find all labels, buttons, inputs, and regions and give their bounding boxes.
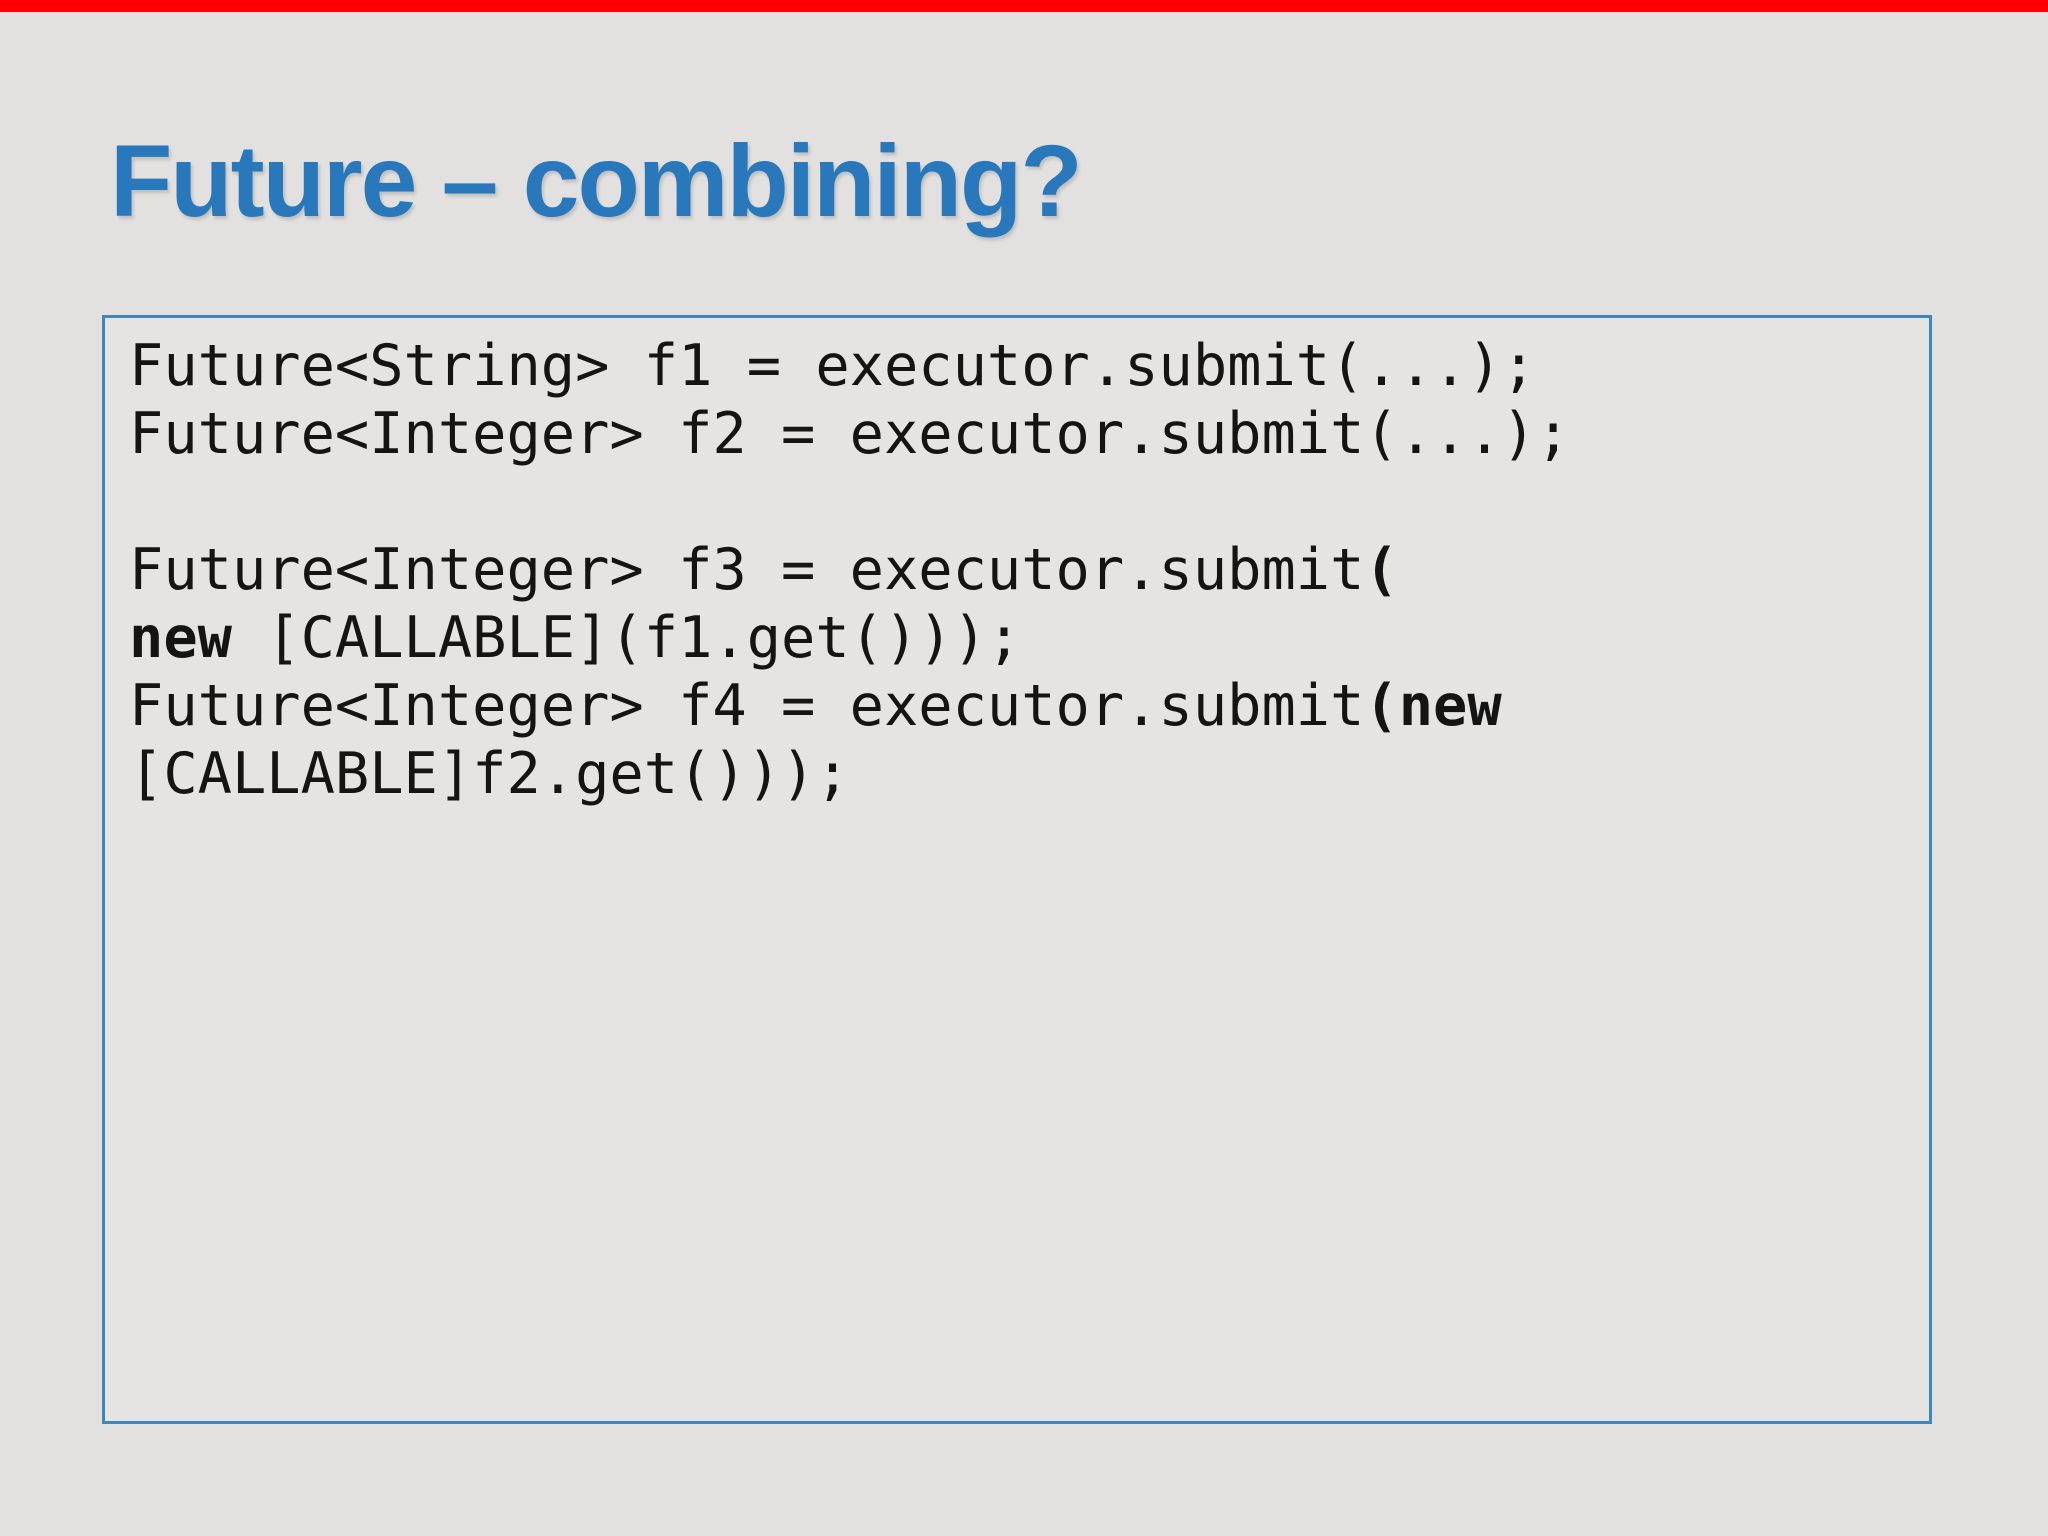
code-segment: Future<Integer> f3 = executor.submit (129, 537, 1365, 603)
code-segment: Future<String> f1 = executor.submit(...)… (129, 333, 1536, 399)
code-segment: Future<Integer> f4 = executor.submit (129, 673, 1365, 739)
code-segment: new (129, 605, 232, 671)
code-segment: (new (1364, 673, 1502, 739)
code-line: [CALLABLE]f2.get())); (129, 740, 1905, 808)
code-line (129, 468, 1905, 536)
code-box: Future<String> f1 = executor.submit(...)… (102, 315, 1932, 1424)
code-segment: [CALLABLE](f1.get())); (231, 605, 1022, 671)
code-line: Future<Integer> f2 = executor.submit(...… (129, 400, 1905, 468)
code-line: Future<Integer> f4 = executor.submit(new (129, 672, 1905, 740)
code-line: Future<String> f1 = executor.submit(...)… (129, 332, 1905, 400)
code-segment: Future<Integer> f2 = executor.submit(...… (129, 401, 1571, 467)
recording-indicator-bar (0, 0, 2048, 12)
slide-title: Future – combining? (110, 124, 1083, 238)
code-line: new [CALLABLE](f1.get())); (129, 604, 1905, 672)
code-segment: [CALLABLE]f2.get())); (129, 741, 850, 807)
code-segment: ( (1364, 537, 1399, 603)
code-line: Future<Integer> f3 = executor.submit( (129, 536, 1905, 604)
